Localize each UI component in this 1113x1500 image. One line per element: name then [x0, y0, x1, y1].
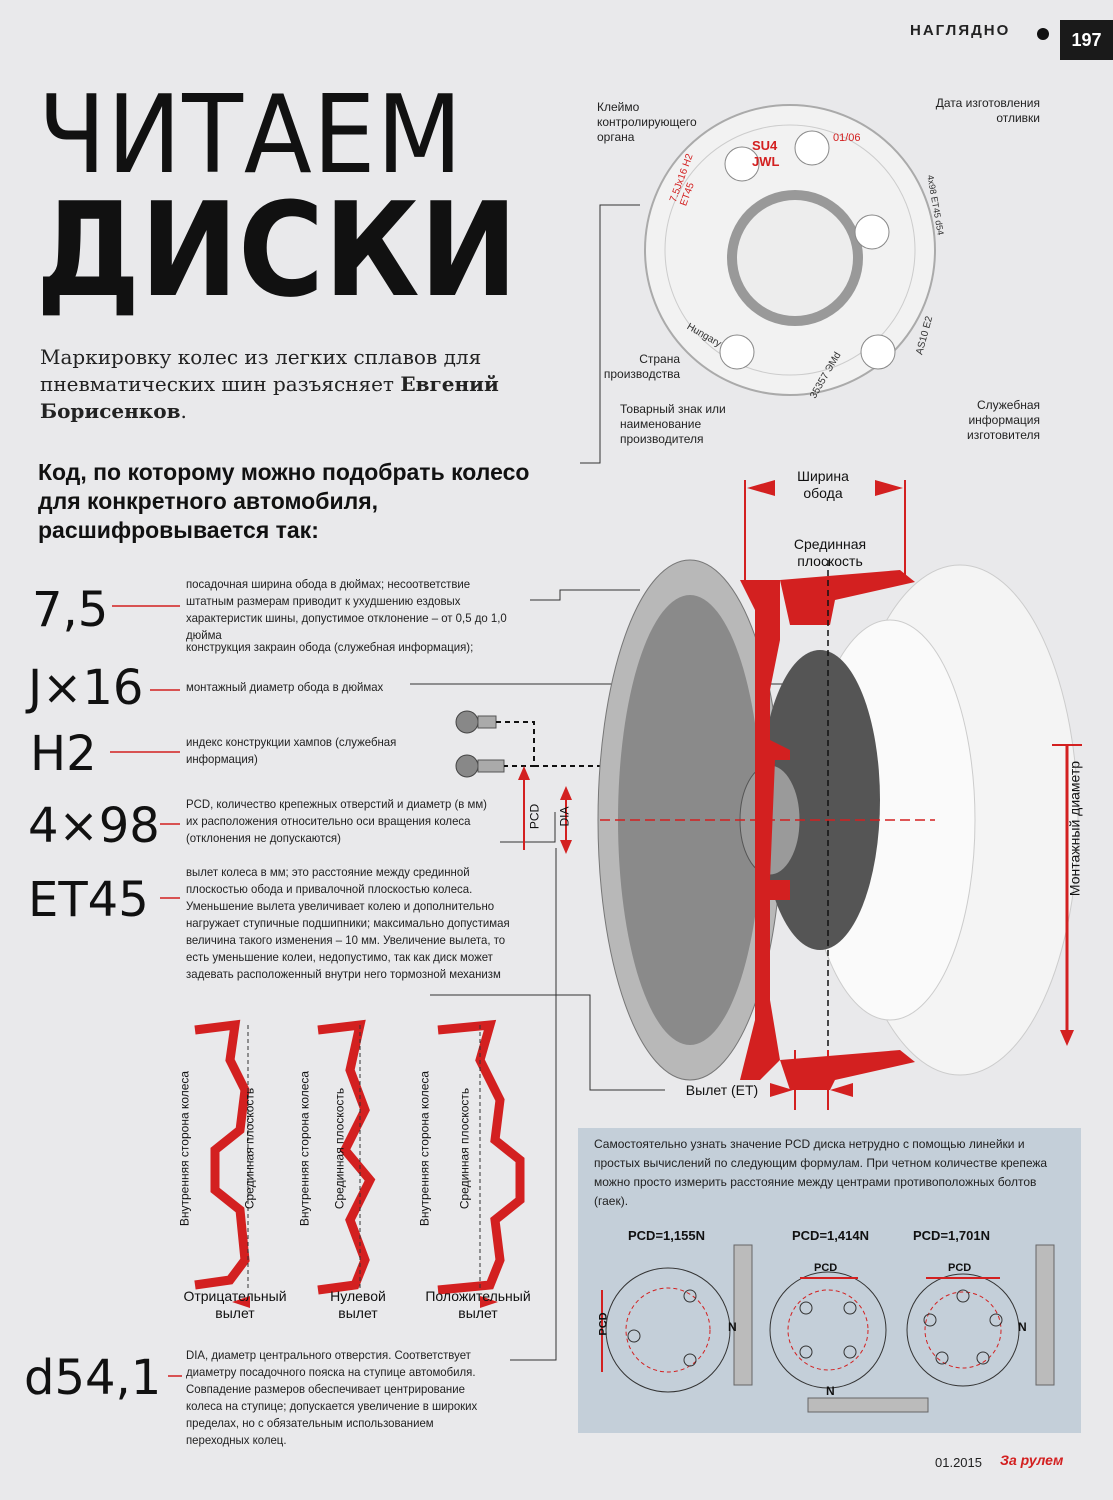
- offset-pos-mid-label: Срединная плоскость: [457, 1087, 472, 1210]
- hub-mark-jwl: JWL: [752, 154, 780, 169]
- label-mid-plane: Срединная плоскость: [793, 536, 867, 569]
- hub-label-service: Служебная информация изготовителя: [967, 398, 1040, 442]
- offset-diagram-positive: [437, 1019, 525, 1308]
- formula-5-bolt: PCD=1,701N: [913, 1228, 990, 1243]
- section-label: НАГЛЯДНО: [910, 22, 1011, 39]
- offset-zero-mid-label: Срединная плоскость: [332, 1087, 347, 1210]
- desc-rim-diameter: монтажный диаметр обода в дюймах: [186, 680, 384, 694]
- code-hump: H2: [30, 726, 97, 782]
- page-number: 197: [1060, 20, 1113, 60]
- code-width: 7,5: [32, 582, 109, 638]
- leader-line-et: [430, 994, 665, 1091]
- page-title-line2: ДИСКИ: [36, 174, 518, 326]
- code-et: ET45: [28, 872, 149, 928]
- pcd-diagram-3-bolt: [601, 1244, 753, 1393]
- hub-label-stamp: Клеймо контролирующего органа: [597, 100, 697, 144]
- lead-author: Евгений Борисенков: [40, 372, 499, 423]
- pcd-label-3: PCD: [597, 1312, 610, 1336]
- lead-paragraph: Маркировку колес из легких сплавов для п…: [40, 345, 499, 423]
- code-pcd: 4×98: [28, 798, 160, 854]
- offset-pos-caption: Положительный вылет: [425, 1288, 531, 1321]
- offset-diagram-zero: [317, 1019, 376, 1295]
- desc-et: вылет колеса в мм; это расстояние между …: [186, 865, 510, 981]
- label-offset: Вылет (ET): [685, 1082, 759, 1098]
- offset-neg-mid-label: Срединная плоскость: [242, 1087, 257, 1210]
- label-dia: DIA: [557, 806, 572, 827]
- subhead: Код, по которому можно подобрать колесо …: [38, 459, 530, 543]
- desc-width: посадочная ширина обода в дюймах; несоот…: [186, 577, 507, 642]
- label-rim-width: Ширина обода: [797, 468, 849, 501]
- desc-rim-flange: конструкция закраин обода (служебная инф…: [186, 640, 474, 654]
- offset-zero-caption: Нулевой вылет: [330, 1288, 386, 1321]
- hub-label-date: Дата изготовления отливки: [935, 96, 1040, 125]
- hub-mark-date: 01/06: [833, 132, 861, 144]
- desc-hump: индекс конструкции хампов (служебная инф…: [186, 735, 397, 766]
- leader-line-code-hub: [580, 204, 640, 464]
- wheel-cutaway-graphic: [518, 480, 1082, 1110]
- pcd-info-text: Самостоятельно узнать значение PCD диска…: [594, 1137, 1048, 1208]
- offset-zero-inner-label: Внутренняя сторона колеса: [297, 1070, 312, 1227]
- desc-pcd: PCD, количество крепежных отверстий и ди…: [186, 797, 487, 845]
- label-mount-dia: Монтажный диаметр: [1066, 760, 1083, 897]
- lead-text: Маркировку колес из легких сплавов для п…: [40, 345, 482, 396]
- pcd-info-box: [578, 1128, 1081, 1433]
- pcd-label-4: PCD: [814, 1262, 838, 1274]
- pcd-diagram-4-bolt: [769, 1271, 929, 1413]
- offset-neg-inner-label: Внутренняя сторона колеса: [177, 1070, 192, 1227]
- code-rim: J×16: [28, 660, 144, 716]
- leader-line-pcd: [500, 812, 556, 843]
- formula-3-bolt: PCD=1,155N: [628, 1228, 705, 1243]
- pcd-diagrams: [601, 1244, 1055, 1413]
- hub-disk-graphic: [644, 104, 936, 396]
- header-dot: [1037, 28, 1049, 40]
- offset-pos-inner-label: Внутренняя сторона колеса: [417, 1070, 432, 1227]
- footer-issue: 01.2015: [935, 1455, 982, 1470]
- footer-brand: За рулем: [1000, 1452, 1064, 1468]
- n-label-3: N: [728, 1320, 737, 1334]
- n-label-4: N: [826, 1384, 835, 1398]
- hub-label-country: Страна производства: [603, 352, 680, 381]
- n-label-5: N: [1018, 1320, 1027, 1334]
- hub-mark-su4: SU4: [752, 138, 778, 153]
- label-pcd: PCD: [527, 803, 542, 830]
- offset-diagram-negative: [194, 1019, 250, 1308]
- code-dia: d54,1: [24, 1350, 162, 1406]
- hub-label-trademark: Товарный знак или наименование производи…: [620, 402, 726, 446]
- pcd-label-5: PCD: [948, 1262, 972, 1274]
- desc-dia: DIA, диаметр центрального отверстия. Соо…: [186, 1348, 478, 1447]
- leader-line-dia: [510, 848, 557, 1361]
- leader-line-width: [530, 589, 640, 601]
- offset-neg-caption: Отрицательный вылет: [183, 1288, 287, 1321]
- formula-4-bolt: PCD=1,414N: [792, 1228, 869, 1243]
- pcd-diagram-5-bolt: [906, 1244, 1055, 1387]
- page-title-line1: ЧИТАЕМ: [38, 73, 464, 198]
